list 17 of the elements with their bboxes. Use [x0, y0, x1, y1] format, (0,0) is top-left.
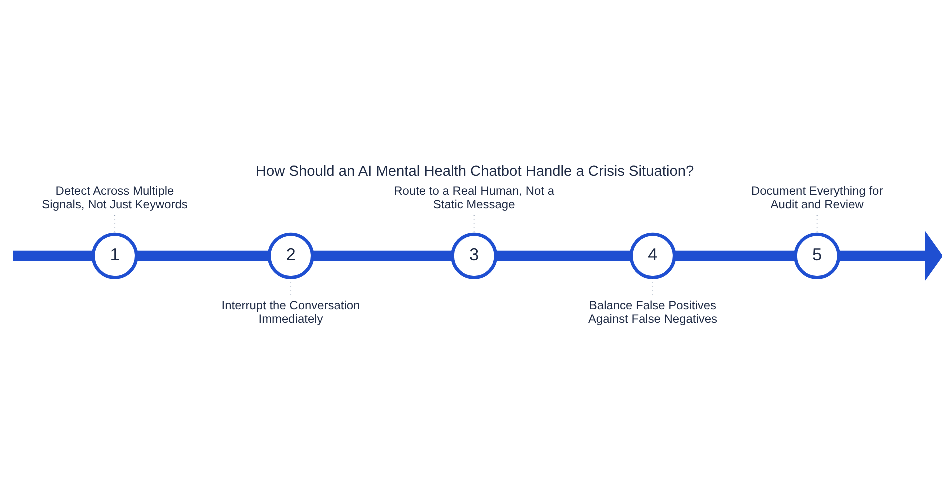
connector [496, 250, 632, 262]
arrow [839, 231, 942, 282]
connector [674, 250, 796, 262]
node-text: Interrupt the Conversation Immediately [222, 298, 360, 326]
connector [13, 250, 94, 262]
node-text: Document Everything for Audit and Review [751, 184, 884, 212]
diagram-title: How Should an AI Mental Health Chatbot Handle a Crisis Situation? [256, 164, 694, 180]
node-text: Detect Across Multiple Signals, Not Just Keywords [42, 184, 188, 212]
connector [312, 250, 453, 262]
node-text: Balance False Positives Against False Negatives [588, 298, 718, 326]
node-circle: 5 [794, 232, 841, 280]
node-circle: 3 [451, 232, 498, 280]
node-circle: 1 [92, 232, 138, 280]
node-circle: 2 [268, 232, 314, 280]
node-circle: 4 [630, 232, 676, 280]
connector [136, 250, 270, 262]
node-text: Route to a Real Human, Not a Static Message [394, 184, 555, 212]
